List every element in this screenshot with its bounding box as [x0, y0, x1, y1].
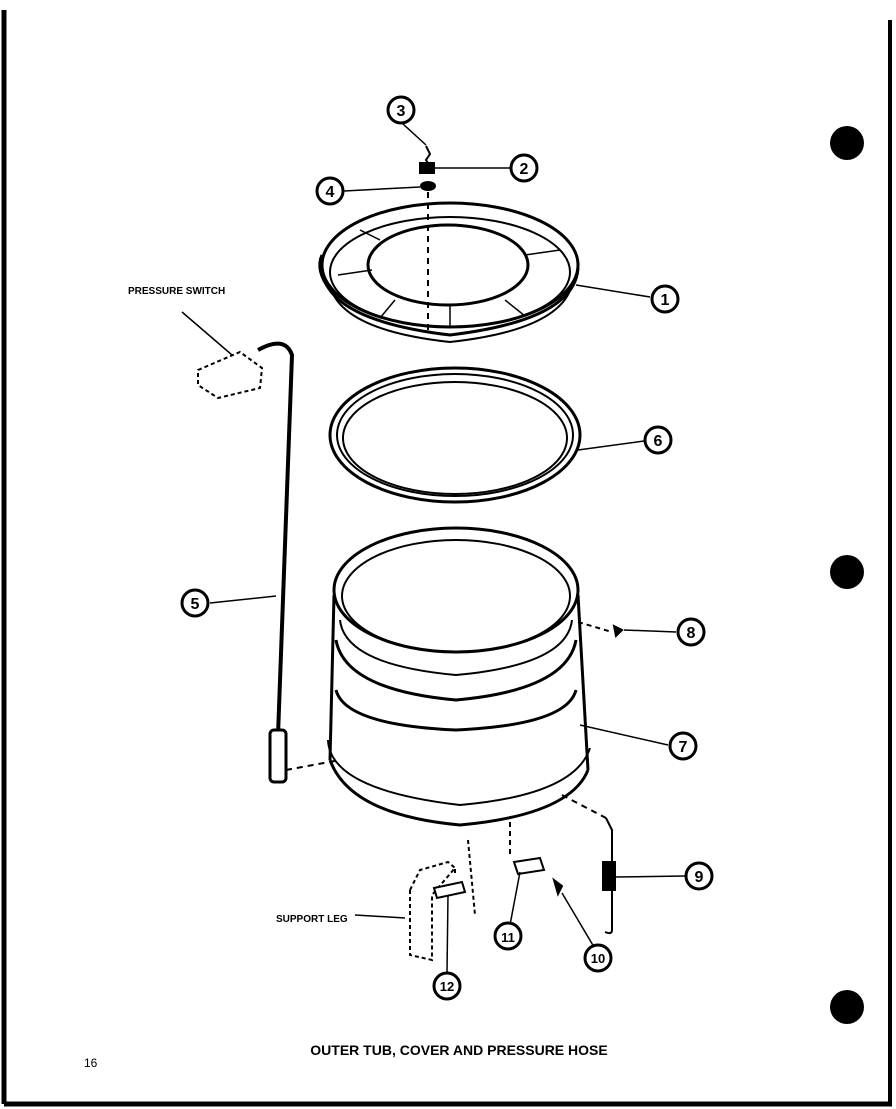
svg-text:6: 6 — [654, 433, 663, 450]
suspension-rod — [561, 794, 616, 935]
bracket-and-screw — [509, 822, 564, 897]
svg-text:8: 8 — [687, 625, 696, 642]
outer-tub — [327, 526, 591, 827]
binder-hole-middle — [830, 555, 864, 589]
support-leg-label: SUPPORT LEG — [276, 914, 348, 925]
pressure-switch-label: PRESSURE SWITCH — [128, 286, 225, 297]
support-leg-clip — [432, 880, 467, 900]
leader-lines — [209, 123, 686, 973]
svg-text:1: 1 — [661, 292, 670, 309]
svg-text:2: 2 — [520, 161, 529, 178]
svg-text:3: 3 — [397, 103, 406, 120]
pressure-hose — [257, 341, 341, 784]
callout-6: 6 — [643, 425, 673, 455]
binder-hole-bottom — [830, 990, 864, 1024]
callout-2: 2 — [509, 153, 539, 183]
callout-3: 3 — [386, 95, 416, 125]
diagram-title: OUTER TUB, COVER AND PRESSURE HOSE — [310, 1042, 607, 1058]
svg-text:11: 11 — [501, 930, 515, 945]
callout-5: 5 — [180, 588, 210, 618]
svg-text:12: 12 — [440, 979, 454, 994]
callout-11: 11 — [493, 921, 523, 951]
callout-12: 12 — [432, 971, 462, 1001]
callout-4: 4 — [315, 176, 345, 206]
svg-text:9: 9 — [695, 869, 704, 886]
svg-text:4: 4 — [326, 184, 335, 201]
svg-text:5: 5 — [191, 596, 200, 613]
screw-clip-washer — [419, 145, 436, 330]
support-leg — [409, 839, 476, 962]
pressure-switch — [181, 311, 264, 400]
page-border — [1, 10, 892, 1107]
callout-7: 7 — [668, 731, 698, 761]
callouts: 3 2 4 1 6 5 8 7 9 11 10 12 — [180, 95, 714, 1001]
svg-text:10: 10 — [591, 951, 605, 966]
callout-8: 8 — [676, 617, 706, 647]
callout-1: 1 — [650, 284, 680, 314]
tub-clip — [577, 621, 624, 639]
binder-hole-top — [830, 126, 864, 160]
callout-10: 10 — [583, 943, 613, 973]
page-number: 16 — [84, 1056, 98, 1070]
callout-9: 9 — [684, 861, 714, 891]
tub-cover — [318, 201, 580, 344]
svg-text:7: 7 — [679, 739, 688, 756]
tub-gasket — [328, 366, 582, 504]
